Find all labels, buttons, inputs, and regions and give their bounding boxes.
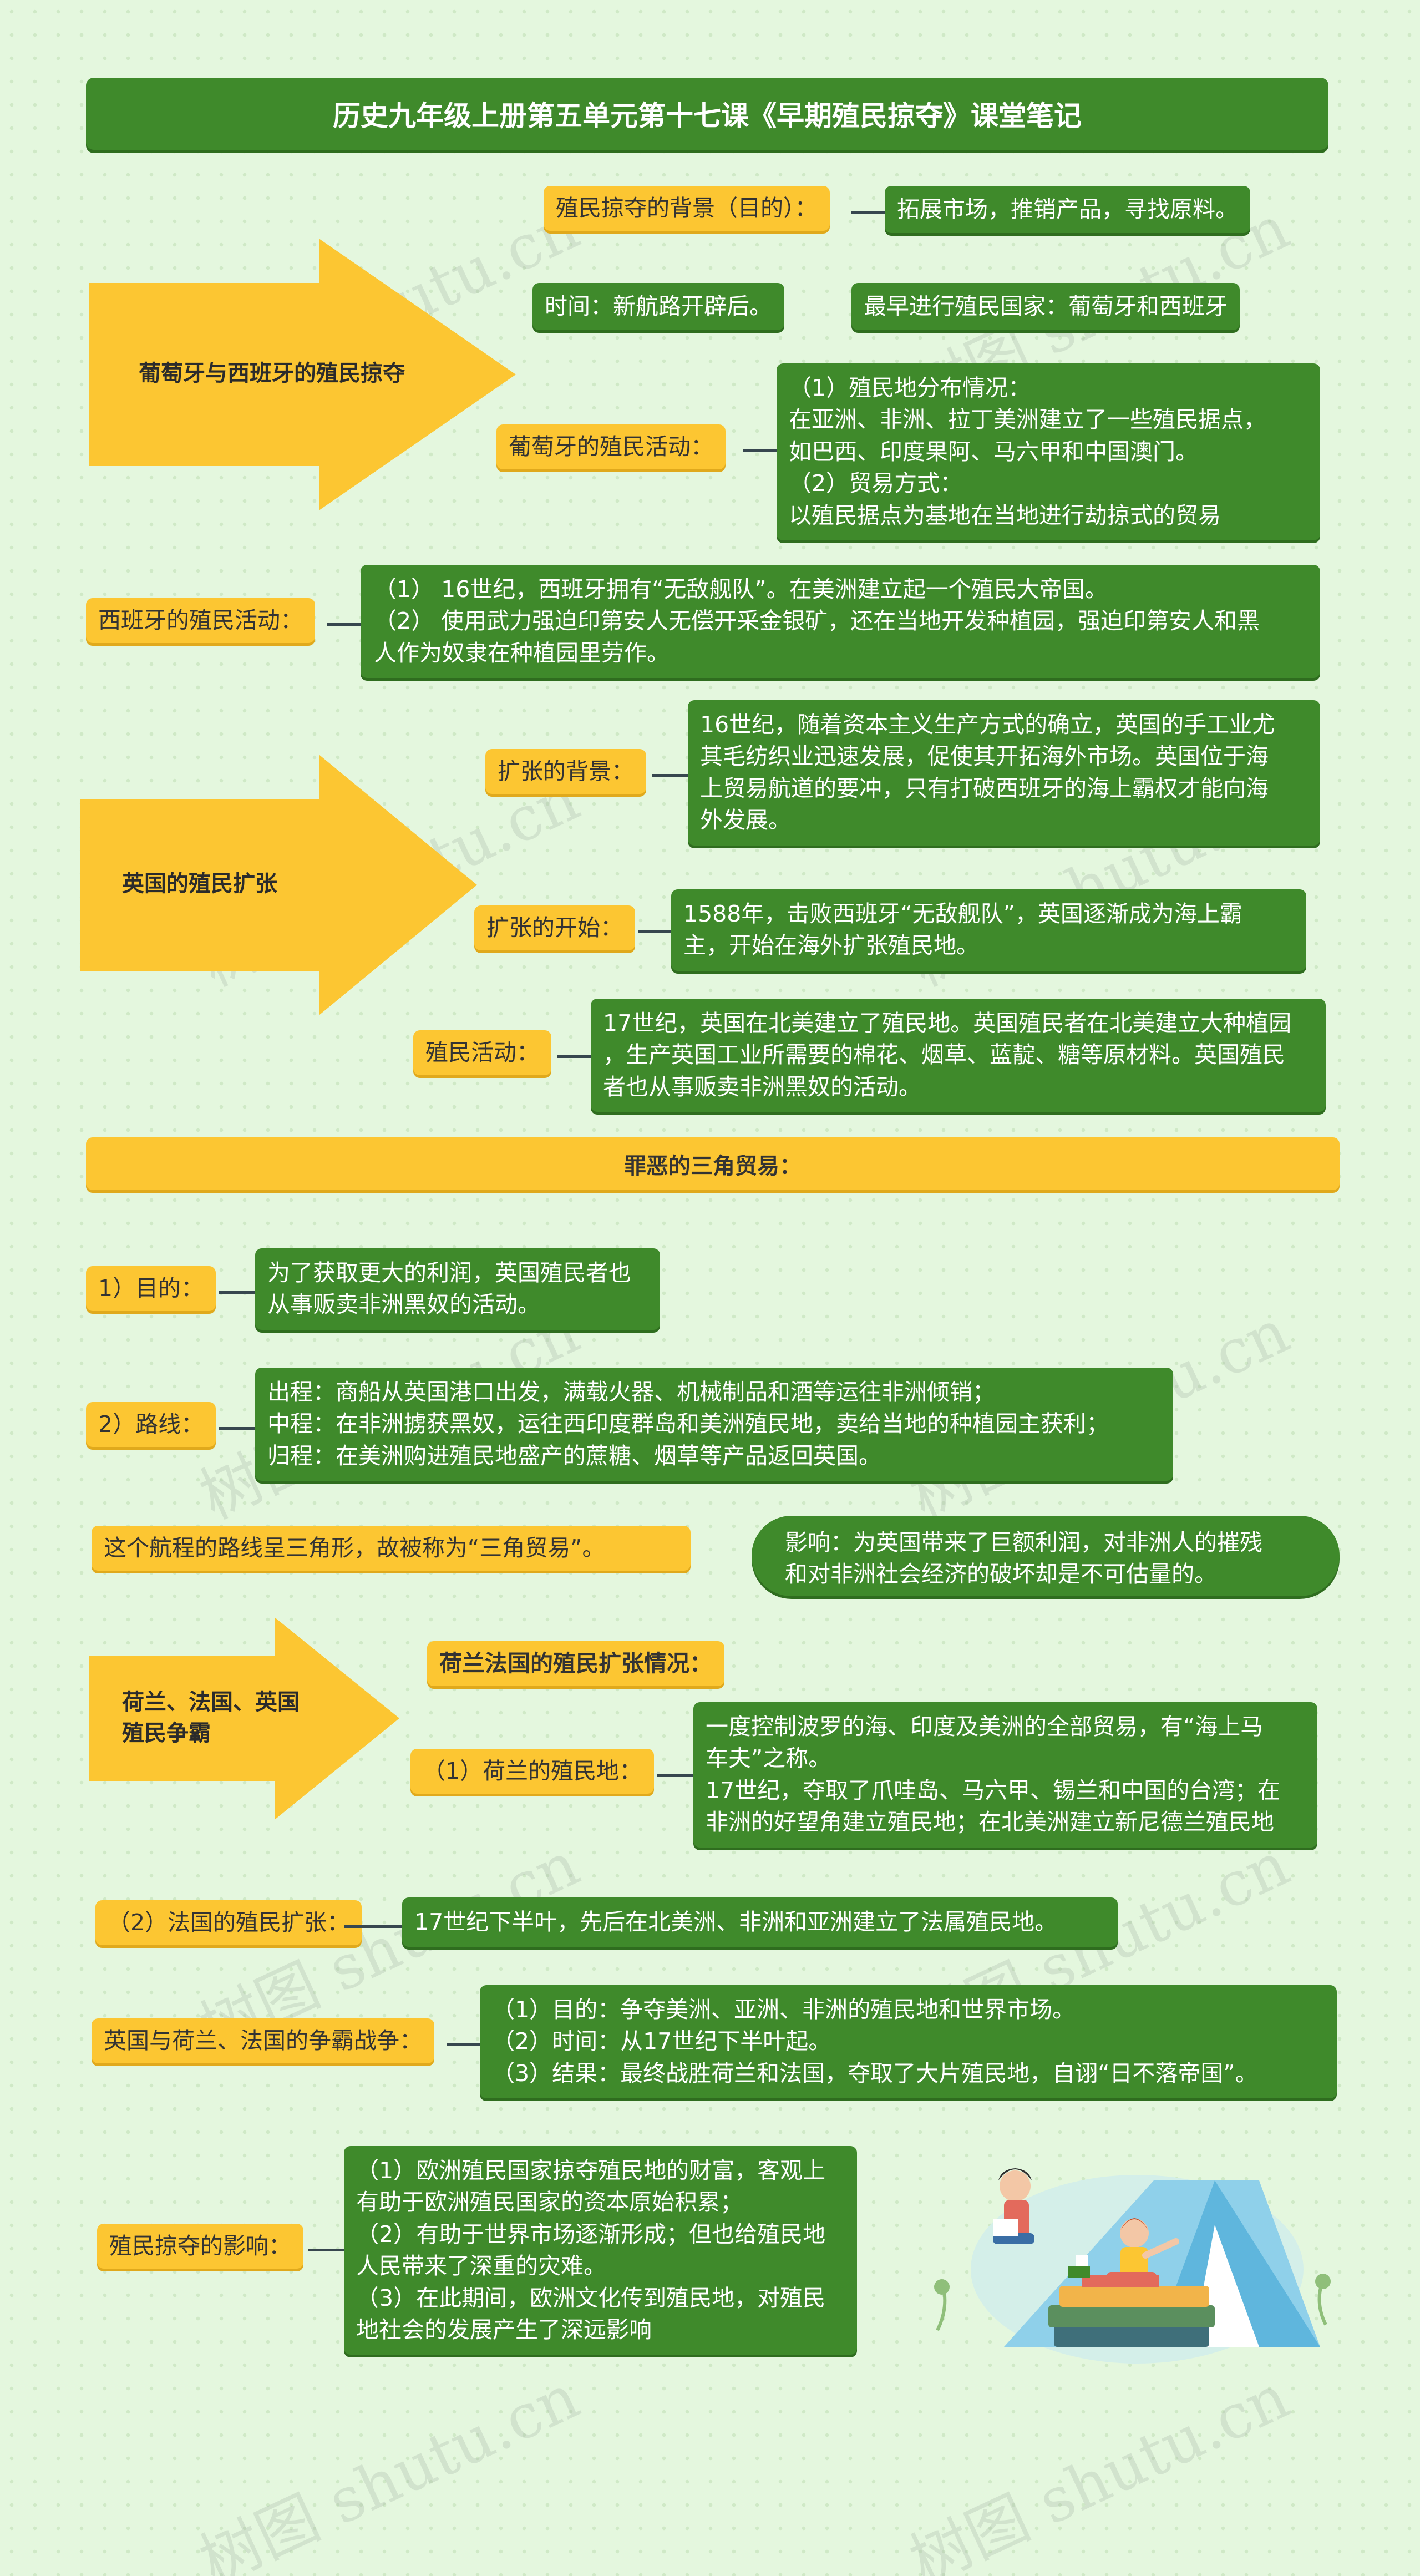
text-line: （2）贸易方式： [789, 470, 963, 497]
text-line: 中程：在非洲掳获黑奴，运往西印度群岛和美洲殖民地，卖给当地的种植园主获利； [267, 1410, 1109, 1438]
reading-kids-illustration [934, 2168, 1331, 2364]
section-banner-triangle-trade: 罪恶的三角贸易： [86, 1137, 1340, 1190]
connector [652, 774, 688, 777]
section-arrow [89, 239, 516, 510]
node-portugal-activities: 葡萄牙的殖民活动： [496, 424, 726, 470]
node-trade-purpose: 1）目的： [86, 1266, 216, 1312]
connector [219, 1427, 255, 1430]
connector [657, 1774, 693, 1777]
node-spain-details: （1） 16世纪，西班牙拥有“无敌舰队”。在美洲建立起一个殖民大帝国。 （2） … [361, 565, 1320, 679]
section-title-portugal-spain: 葡萄牙与西班牙的殖民掠夺 [139, 361, 405, 386]
text-line: （1）殖民地分布情况： [789, 374, 1031, 401]
text-line: 者也从事贩卖非洲黑奴的活动。 [603, 1073, 921, 1100]
text-line: 出程：商船从英国港口出发，满载火器、机械制品和酒等运往非洲倾销； [267, 1379, 995, 1405]
text-line: 地社会的发展产生了深远影响 [356, 2316, 652, 2343]
node-expansion-background-details: 16世纪，随着资本主义生产方式的确立，英国的手工业尤 其毛纺织业迅速发展，促使其… [688, 700, 1320, 846]
text-line: 以殖民据点为基地在当地进行劫掠式的贸易 [789, 502, 1221, 529]
text-line: （2）时间：从17世纪下半叶起。 [492, 2028, 831, 2055]
text-line: 人民带来了深重的灾难。 [356, 2253, 606, 2280]
text-line: 一度控制波罗的海、印度及美洲的全部贸易，有“海上马 [706, 1713, 1264, 1740]
text-line: 从事贩卖非洲黑奴的活动。 [267, 1291, 540, 1318]
text-line: 人作为奴隶在种植园里劳作。 [374, 639, 670, 666]
node-earliest-colonizers: 最早进行殖民国家：葡萄牙和西班牙 [851, 283, 1240, 331]
node-expansion-background: 扩张的背景： [485, 749, 646, 794]
node-french-expansion: （2）法国的殖民扩张： [95, 1900, 362, 1946]
node-dutch-colonies: （1）荷兰的殖民地： [410, 1749, 655, 1794]
connector [219, 1291, 255, 1294]
text-line: 17世纪，夺取了爪哇岛、马六甲、锡兰和中国的台湾；在 [706, 1777, 1281, 1804]
text-line: （1）目的：争夺美洲、亚洲、非洲的殖民地和世界市场。 [492, 1996, 1076, 2023]
text-line: 上贸易航道的要冲，只有打破西班牙的海上霸权才能向海 [700, 775, 1269, 802]
text-line: 影响：为英国带来了巨额利润，对非洲人的摧残 [785, 1529, 1262, 1556]
node-dutch-french-header: 荷兰法国的殖民扩张情况： [427, 1641, 724, 1687]
node-time: 时间：新航路开辟后。 [532, 283, 784, 331]
text-line: （1） 16世纪，西班牙拥有“无敌舰队”。在美洲建立起一个殖民大帝国。 [374, 576, 1108, 603]
text-line: （1）欧洲殖民国家掠夺殖民地的财富，客观上 [356, 2157, 826, 2184]
node-expansion-start-details: 1588年，击败西班牙“无敌舰队”，英国逐渐成为海上霸 主，开始在海外扩张殖民地… [671, 889, 1306, 971]
connector [344, 1925, 402, 1928]
page-title-bar: 历史九年级上册第五单元第十七课《早期殖民掠夺》课堂笔记 [86, 78, 1328, 150]
text-line: ，生产英国工业所需要的棉花、烟草、蓝靛、糖等原材料。英国殖民 [603, 1041, 1285, 1069]
text-line: 非洲的好望角建立殖民地；在北美洲建立新尼德兰殖民地 [706, 1809, 1274, 1836]
text-line: 为了获取更大的利润，英国殖民者也 [267, 1259, 631, 1286]
text-line: 主，开始在海外扩张殖民地。 [683, 932, 979, 959]
node-trade-route-details: 出程：商船从英国港口出发，满载火器、机械制品和酒等运往非洲倾销； 中程：在非洲掳… [255, 1368, 1173, 1481]
text-line: 外发展。 [700, 807, 791, 834]
node-hegemony-war-details: （1）目的：争夺美洲、亚洲、非洲的殖民地和世界市场。 （2）时间：从17世纪下半… [480, 1985, 1337, 2099]
banner-title: 罪恶的三角贸易： [624, 1153, 802, 1179]
text-line: （3）结果：最终战胜荷兰和法国，夺取了大片殖民地，自诩“日不落帝国”。 [492, 2059, 1258, 2087]
connector [557, 1055, 591, 1058]
text-line: 在亚洲、非洲、拉丁美洲建立了一些殖民据点， [789, 406, 1266, 433]
text-line: 其毛纺织业迅速发展，促使其开拓海外市场。英国位于海 [700, 743, 1269, 770]
node-portugal-details: （1）殖民地分布情况： 在亚洲、非洲、拉丁美洲建立了一些殖民据点， 如巴西、印度… [777, 363, 1320, 540]
text-line: 和对非洲社会经济的破坏却是不可估量的。 [785, 1561, 1217, 1588]
text-line: 荷兰、法国、英国 [122, 1689, 300, 1715]
text-line: 车夫”之称。 [706, 1745, 831, 1772]
connector [447, 2043, 480, 2046]
node-colonial-background: 殖民掠夺的背景（目的）： [544, 186, 830, 231]
node-dutch-colonies-details: 一度控制波罗的海、印度及美洲的全部贸易，有“海上马 车夫”之称。 17世纪，夺取… [693, 1702, 1317, 1848]
text-line: （3）在此期间，欧洲文化传到殖民地，对殖民 [356, 2284, 826, 2311]
node-colonial-influence: 殖民掠夺的影响： [97, 2224, 303, 2269]
node-trade-impact: 影响：为英国带来了巨额利润，对非洲人的摧残 和对非洲社会经济的破坏却是不可估量的… [752, 1516, 1340, 1596]
node-colonial-activities-details: 17世纪，英国在北美建立了殖民地。英国殖民者在北美建立大种植园 ，生产英国工业所… [591, 999, 1326, 1112]
node-french-expansion-details: 17世纪下半叶，先后在北美洲、非洲和亚洲建立了法属殖民地。 [402, 1897, 1118, 1947]
connector [638, 930, 671, 933]
connector [743, 449, 777, 452]
text-line: 有助于欧洲殖民国家的资本原始积累； [356, 2189, 743, 2216]
section-arrow [89, 1617, 399, 1820]
watermark: 树图 shutu.cn [189, 2361, 590, 2576]
section-arrow [80, 755, 477, 1015]
node-colonial-activities: 殖民活动： [413, 1030, 551, 1076]
connector [308, 2249, 344, 2251]
connector [851, 211, 885, 214]
node-trade-route: 2）路线： [86, 1402, 216, 1448]
node-colonial-influence-details: （1）欧洲殖民国家掠夺殖民地的财富，客观上 有助于欧洲殖民国家的资本原始积累； … [344, 2146, 857, 2355]
text-line: 17世纪，英国在北美建立了殖民地。英国殖民者在北美建立大种植园 [603, 1010, 1292, 1036]
section-title-britain-expansion: 英国的殖民扩张 [122, 871, 277, 897]
node-triangle-note: 这个航程的路线呈三角形，故被称为“三角贸易”。 [92, 1526, 691, 1571]
section-title-hegemony: 荷兰、法国、英国 殖民争霸 [122, 1687, 300, 1749]
node-spain-activities: 西班牙的殖民活动： [86, 598, 315, 644]
node-trade-purpose-details: 为了获取更大的利润，英国殖民者也 从事贩卖非洲黑奴的活动。 [255, 1248, 660, 1330]
node-colonial-background-value: 拓展市场，推销产品，寻找原料。 [885, 186, 1250, 234]
text-line: 殖民争霸 [122, 1720, 211, 1746]
node-expansion-start: 扩张的开始： [474, 905, 635, 951]
text-line: 16世纪，随着资本主义生产方式的确立，英国的手工业尤 [700, 711, 1275, 738]
text-line: （2） 使用武力强迫印第安人无偿开采金银矿，还在当地开发种植园，强迫印第安人和黑 [374, 608, 1260, 635]
text-line: 归程：在美洲购进殖民地盛产的蔗糖、烟草等产品返回英国。 [267, 1442, 881, 1469]
connector [327, 623, 361, 626]
watermark: 树图 shutu.cn [899, 2361, 1300, 2576]
text-line: 1588年，击败西班牙“无敌舰队”，英国逐渐成为海上霸 [683, 900, 1242, 927]
page-title: 历史九年级上册第五单元第十七课《早期殖民掠夺》课堂笔记 [333, 100, 1082, 132]
text-line: （2）有助于世界市场逐渐形成；但也给殖民地 [356, 2220, 826, 2248]
node-hegemony-war: 英国与荷兰、法国的争霸战争： [92, 2018, 434, 2064]
text-line: 如巴西、印度果阿、马六甲和中国澳门。 [789, 438, 1198, 465]
